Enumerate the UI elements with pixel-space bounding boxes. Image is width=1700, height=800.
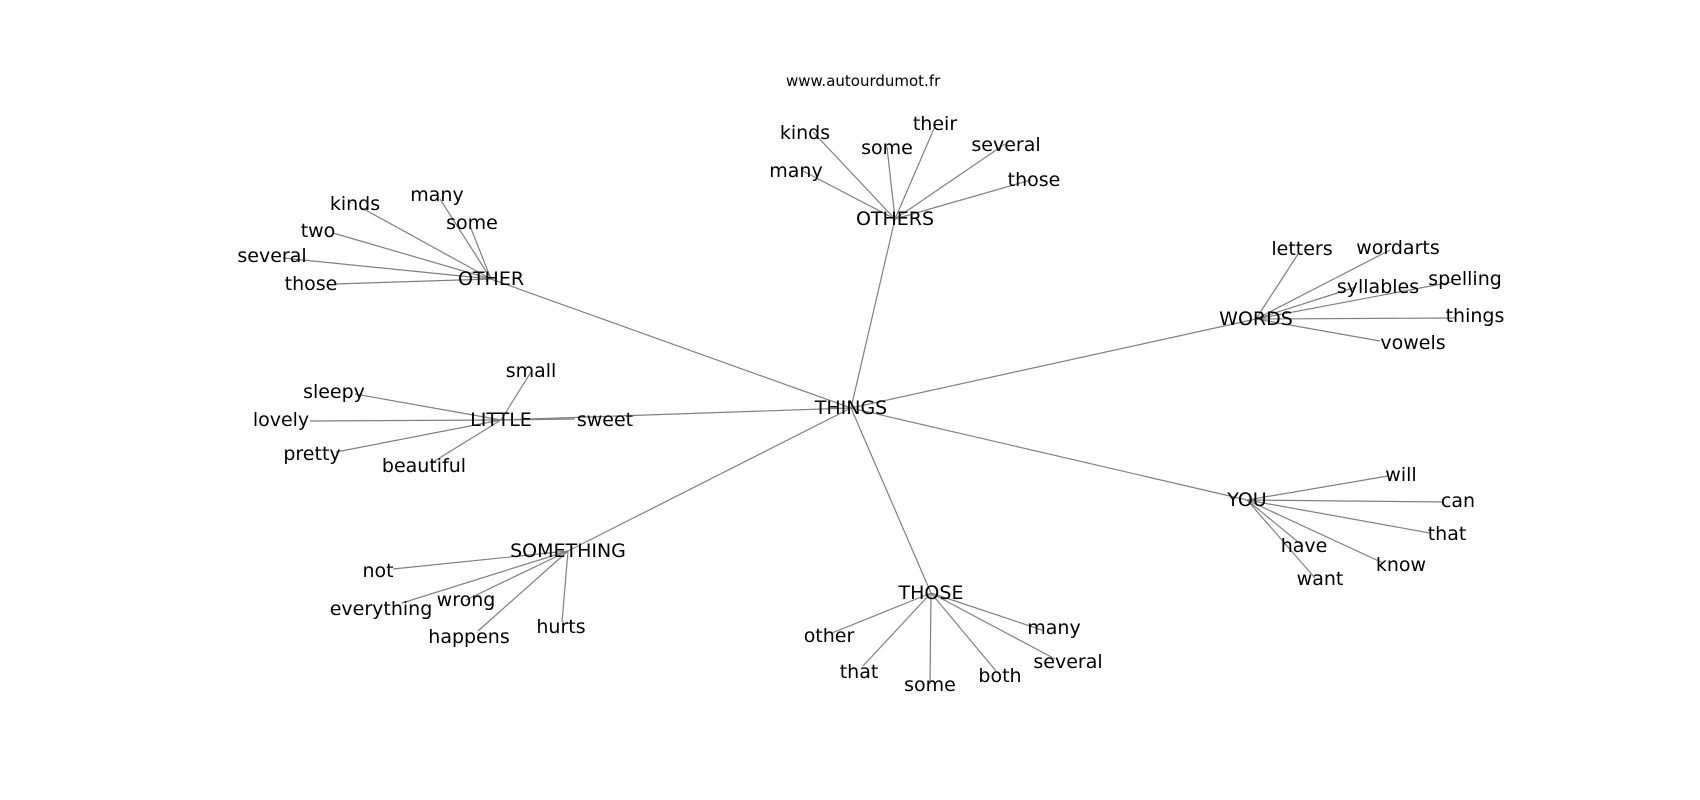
hub-node-little: LITTLE (470, 409, 532, 431)
edge-other-several (282, 257, 492, 280)
edge-you-want (1246, 499, 1316, 579)
leaf-node-have: have (1281, 535, 1328, 557)
edge-little-sweet (500, 418, 576, 421)
edge-little-sleepy (354, 393, 502, 421)
leaf-node-that: that (840, 661, 879, 683)
edge-something-everything (401, 550, 569, 604)
edge-something-wrong (465, 550, 569, 601)
edge-those-that (862, 592, 932, 667)
edge-little-beautiful (432, 419, 502, 463)
hub-node-you: YOU (1226, 489, 1266, 511)
leaf-node-syllables: syllables (1337, 276, 1419, 298)
leaf-node-their: their (913, 113, 957, 135)
leaf-node-pretty: pretty (283, 443, 340, 465)
leaf-node-things: things (1446, 305, 1505, 327)
edge-you-can (1246, 499, 1445, 503)
edge-others-several (894, 143, 1006, 220)
edge-something-happens (477, 550, 569, 632)
edge-those-many (930, 592, 1043, 631)
edge-root-other (490, 278, 852, 409)
leaf-node-many: many (769, 160, 822, 182)
leaf-node-small: small (506, 360, 557, 382)
hub-node-other: OTHER (458, 268, 524, 290)
leaf-node-both: both (978, 665, 1021, 687)
leaf-node-some: some (904, 674, 956, 696)
hub-node-something: SOMETHING (510, 540, 626, 562)
leaf-node-those: those (1008, 169, 1061, 191)
edge-words-things (1255, 317, 1456, 320)
edge-something-not (392, 550, 569, 570)
edge-root-words (850, 318, 1257, 409)
edge-you-will (1246, 475, 1389, 501)
edge-others-many (802, 170, 896, 220)
leaf-node-know: know (1376, 554, 1426, 576)
leaf-node-many: many (1027, 617, 1080, 639)
leaf-node-will: will (1385, 464, 1416, 486)
root-node: THINGS (814, 397, 888, 419)
leaf-node-vowels: vowels (1380, 332, 1445, 354)
leaf-node-kinds: kinds (330, 193, 380, 215)
leaf-node-can: can (1441, 490, 1475, 512)
leaf-node-spelling: spelling (1428, 268, 1502, 290)
edge-you-that (1246, 499, 1431, 534)
leaf-node-want: want (1297, 568, 1344, 590)
leaf-node-sleepy: sleepy (303, 381, 365, 403)
leaf-node-happens: happens (428, 626, 509, 648)
edge-those-several (930, 592, 1056, 660)
leaf-node-some: some (446, 212, 498, 234)
edge-root-you (850, 407, 1248, 501)
leaf-node-sweet: sweet (577, 409, 633, 431)
leaf-node-wordarts: wordarts (1356, 237, 1440, 259)
edge-others-those (894, 179, 1032, 220)
leaf-node-kinds: kinds (780, 122, 830, 144)
edge-you-know (1246, 499, 1384, 564)
leaf-node-several: several (1033, 651, 1102, 673)
edge-little-pretty (335, 419, 502, 453)
edge-little-small (500, 371, 532, 421)
edge-words-vowels (1255, 318, 1381, 342)
leaf-node-several: several (971, 134, 1040, 156)
source-label: www.autourdumot.fr (786, 72, 941, 90)
leaf-node-letters: letters (1271, 238, 1332, 260)
leaf-node-other: other (804, 625, 855, 647)
hub-node-those: THOSE (898, 582, 964, 604)
edge-root-something (567, 407, 852, 552)
edge-those-both (930, 592, 997, 672)
edge-you-have (1246, 499, 1304, 547)
leaf-node-not: not (362, 560, 393, 582)
leaf-node-some: some (861, 137, 913, 159)
edge-others-their (894, 123, 937, 220)
edge-other-kinds (361, 207, 492, 280)
hub-node-words: WORDS (1219, 308, 1293, 330)
edge-others-kinds (812, 131, 896, 220)
leaf-node-that: that (1428, 523, 1467, 545)
leaf-node-everything: everything (330, 598, 433, 620)
edge-other-some (469, 225, 492, 280)
edge-root-those (850, 407, 932, 594)
leaf-node-several: several (237, 245, 306, 267)
leaf-node-hurts: hurts (536, 616, 585, 638)
leaf-node-those: those (285, 273, 338, 295)
leaf-node-two: two (301, 220, 336, 242)
edge-other-those (334, 278, 492, 285)
edge-those-some (929, 592, 932, 685)
edge-something-hurts (561, 550, 569, 623)
leaf-node-wrong: wrong (437, 589, 496, 611)
edge-words-letters (1255, 253, 1299, 320)
edge-words-wordarts (1255, 249, 1391, 320)
edge-words-syllables (1255, 286, 1357, 320)
edge-other-two (332, 232, 492, 280)
edge-words-spelling (1255, 281, 1453, 320)
edge-other-many (439, 198, 492, 280)
leaf-node-lovely: lovely (253, 409, 309, 431)
edge-those-other (831, 592, 932, 634)
hub-node-others: OTHERS (856, 208, 934, 230)
leaf-node-beautiful: beautiful (382, 455, 466, 477)
edge-little-lovely (309, 419, 502, 422)
edge-others-some (886, 146, 896, 220)
edge-root-others (850, 218, 896, 409)
leaf-node-many: many (410, 184, 463, 206)
edge-root-little (500, 407, 852, 421)
